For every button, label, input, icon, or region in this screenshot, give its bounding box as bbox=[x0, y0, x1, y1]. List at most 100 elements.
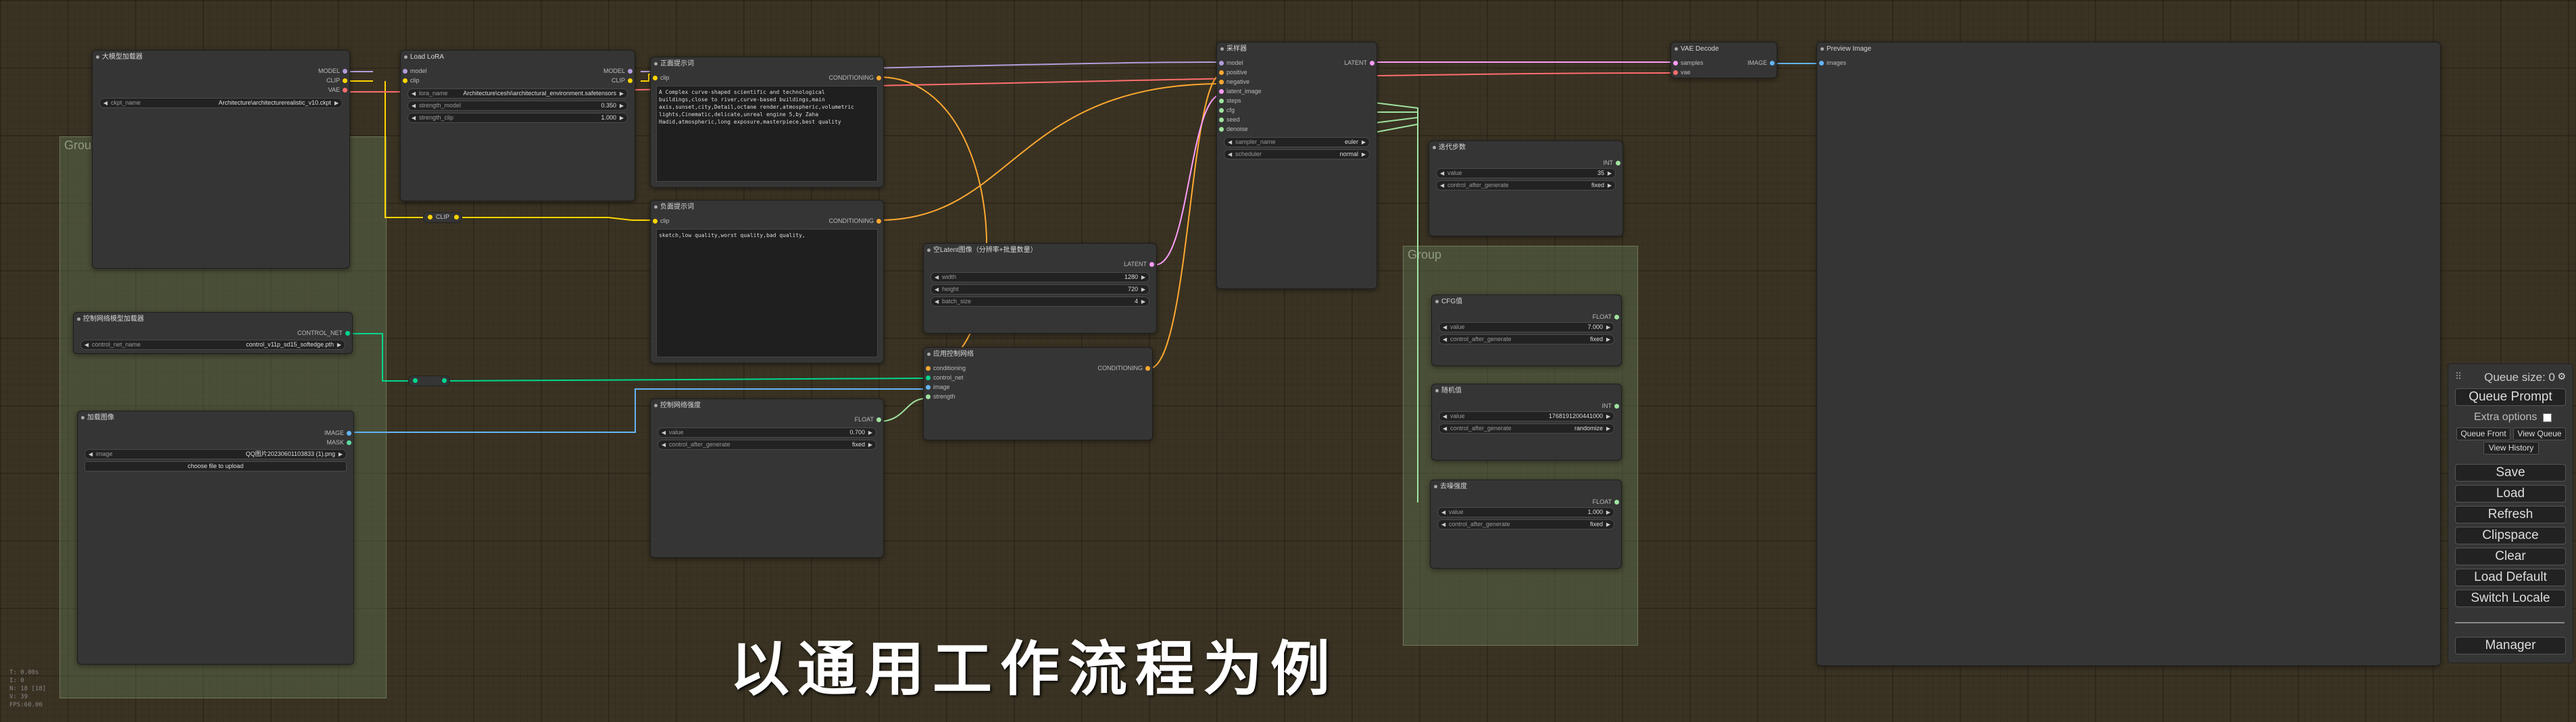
node-apply-controlnet[interactable]: 应用控制网络 conditioning control_net image st… bbox=[923, 347, 1153, 440]
input-image[interactable]: image bbox=[926, 383, 950, 391]
input-clip[interactable]: clip bbox=[653, 217, 670, 225]
input-negative[interactable]: negative bbox=[1219, 78, 1249, 86]
output-conditioning[interactable]: CONDITIONING bbox=[829, 217, 881, 225]
input-denoise[interactable]: denoise bbox=[1219, 125, 1248, 133]
input-model[interactable]: model bbox=[1219, 59, 1243, 67]
input-cfg[interactable]: cfg bbox=[1219, 106, 1235, 114]
input-clip[interactable]: clip bbox=[403, 76, 420, 84]
output-model[interactable]: MODEL bbox=[318, 67, 347, 75]
output-conditioning[interactable]: CONDITIONING bbox=[829, 74, 881, 82]
load-button[interactable]: Load bbox=[2455, 485, 2566, 502]
input-conditioning[interactable]: conditioning bbox=[926, 364, 966, 372]
upload-button[interactable]: choose file to upload bbox=[84, 461, 347, 471]
node-load-lora[interactable]: Load LoRA model clip MODEL CLIP ◀lora_na… bbox=[400, 50, 635, 201]
output-latent[interactable]: LATENT bbox=[1344, 59, 1374, 67]
clipspace-button[interactable]: Clipspace bbox=[2455, 527, 2566, 544]
output-vae[interactable]: VAE bbox=[328, 86, 347, 94]
arrow-right-icon: ▶ bbox=[868, 442, 872, 448]
queue-front-button[interactable]: Queue Front bbox=[2456, 428, 2510, 440]
input-images[interactable]: images bbox=[1819, 59, 1846, 67]
input-steps[interactable]: steps bbox=[1219, 97, 1241, 105]
node-title: 去噪强度 bbox=[1431, 480, 1621, 494]
clip-reroute[interactable]: CLIP bbox=[423, 212, 462, 223]
output-float[interactable]: FLOAT bbox=[1593, 498, 1619, 506]
output-latent[interactable]: LATENT bbox=[1124, 260, 1154, 268]
output-control-net[interactable]: CONTROL_NET bbox=[297, 329, 350, 337]
node-negative-prompt[interactable]: 负面提示词 clip CONDITIONING sketch,low quali… bbox=[650, 200, 884, 363]
queue-prompt-button[interactable]: Queue Prompt bbox=[2455, 388, 2566, 406]
arrow-left-icon: ◀ bbox=[935, 299, 939, 305]
output-float[interactable]: FLOAT bbox=[855, 415, 881, 423]
settings-gear-icon[interactable]: ⚙ bbox=[2557, 371, 2566, 382]
refresh-button[interactable]: Refresh bbox=[2455, 506, 2566, 523]
node-ksampler[interactable]: 采样器 model positive negative latent_image… bbox=[1216, 42, 1377, 289]
negative-prompt-textarea[interactable]: sketch,low quality,worst quality,bad qua… bbox=[656, 229, 878, 357]
output-clip[interactable]: CLIP bbox=[326, 76, 347, 84]
switch-locale-button[interactable]: Switch Locale bbox=[2455, 590, 2566, 607]
load-default-button[interactable]: Load Default bbox=[2455, 569, 2566, 586]
input-vae[interactable]: vae bbox=[1673, 68, 1691, 76]
link-number bbox=[1374, 102, 1418, 215]
save-button[interactable]: Save bbox=[2455, 464, 2566, 482]
clear-button[interactable]: Clear bbox=[2455, 548, 2566, 565]
node-positive-prompt[interactable]: 正面提示词 clip CONDITIONING A Complex curve-… bbox=[650, 57, 884, 188]
arrow-left-icon: ◀ bbox=[935, 286, 939, 292]
output-image[interactable]: IMAGE bbox=[324, 429, 351, 437]
input-control-net[interactable]: control_net bbox=[926, 373, 964, 382]
input-clip[interactable]: clip bbox=[653, 74, 670, 82]
output-model[interactable]: MODEL bbox=[603, 67, 633, 75]
input-samples[interactable]: samples bbox=[1673, 59, 1704, 67]
control-net-reroute[interactable] bbox=[408, 376, 450, 386]
output-mask[interactable]: MASK bbox=[326, 438, 351, 446]
input-model[interactable]: model bbox=[403, 67, 427, 75]
output-int[interactable]: INT bbox=[1602, 402, 1619, 410]
input-latent-image[interactable]: latent_image bbox=[1219, 87, 1262, 95]
view-history-button[interactable]: View History bbox=[2483, 442, 2539, 455]
view-queue-button[interactable]: View Queue bbox=[2513, 428, 2566, 440]
node-vae-decode[interactable]: VAE Decode samples vae IMAGE bbox=[1670, 42, 1777, 78]
output-image[interactable]: IMAGE bbox=[1748, 59, 1775, 67]
output-float[interactable]: FLOAT bbox=[1593, 313, 1619, 321]
positive-prompt-textarea[interactable]: A Complex curve-shaped scientific and te… bbox=[656, 86, 878, 182]
input-positive[interactable]: positive bbox=[1219, 68, 1247, 76]
input-seed[interactable]: seed bbox=[1219, 115, 1240, 124]
output-clip[interactable]: CLIP bbox=[612, 76, 633, 84]
manager-button[interactable]: Manager bbox=[2455, 637, 2566, 654]
drag-handle-icon[interactable]: ⠿ bbox=[2455, 371, 2462, 382]
input-strength[interactable]: strength bbox=[926, 392, 956, 401]
output-int[interactable]: INT bbox=[1604, 159, 1620, 167]
extra-options-checkbox[interactable] bbox=[2543, 413, 2552, 422]
node-preview-image[interactable]: Preview Image images bbox=[1816, 42, 2441, 666]
output-conditioning[interactable]: CONDITIONING bbox=[1098, 364, 1150, 372]
